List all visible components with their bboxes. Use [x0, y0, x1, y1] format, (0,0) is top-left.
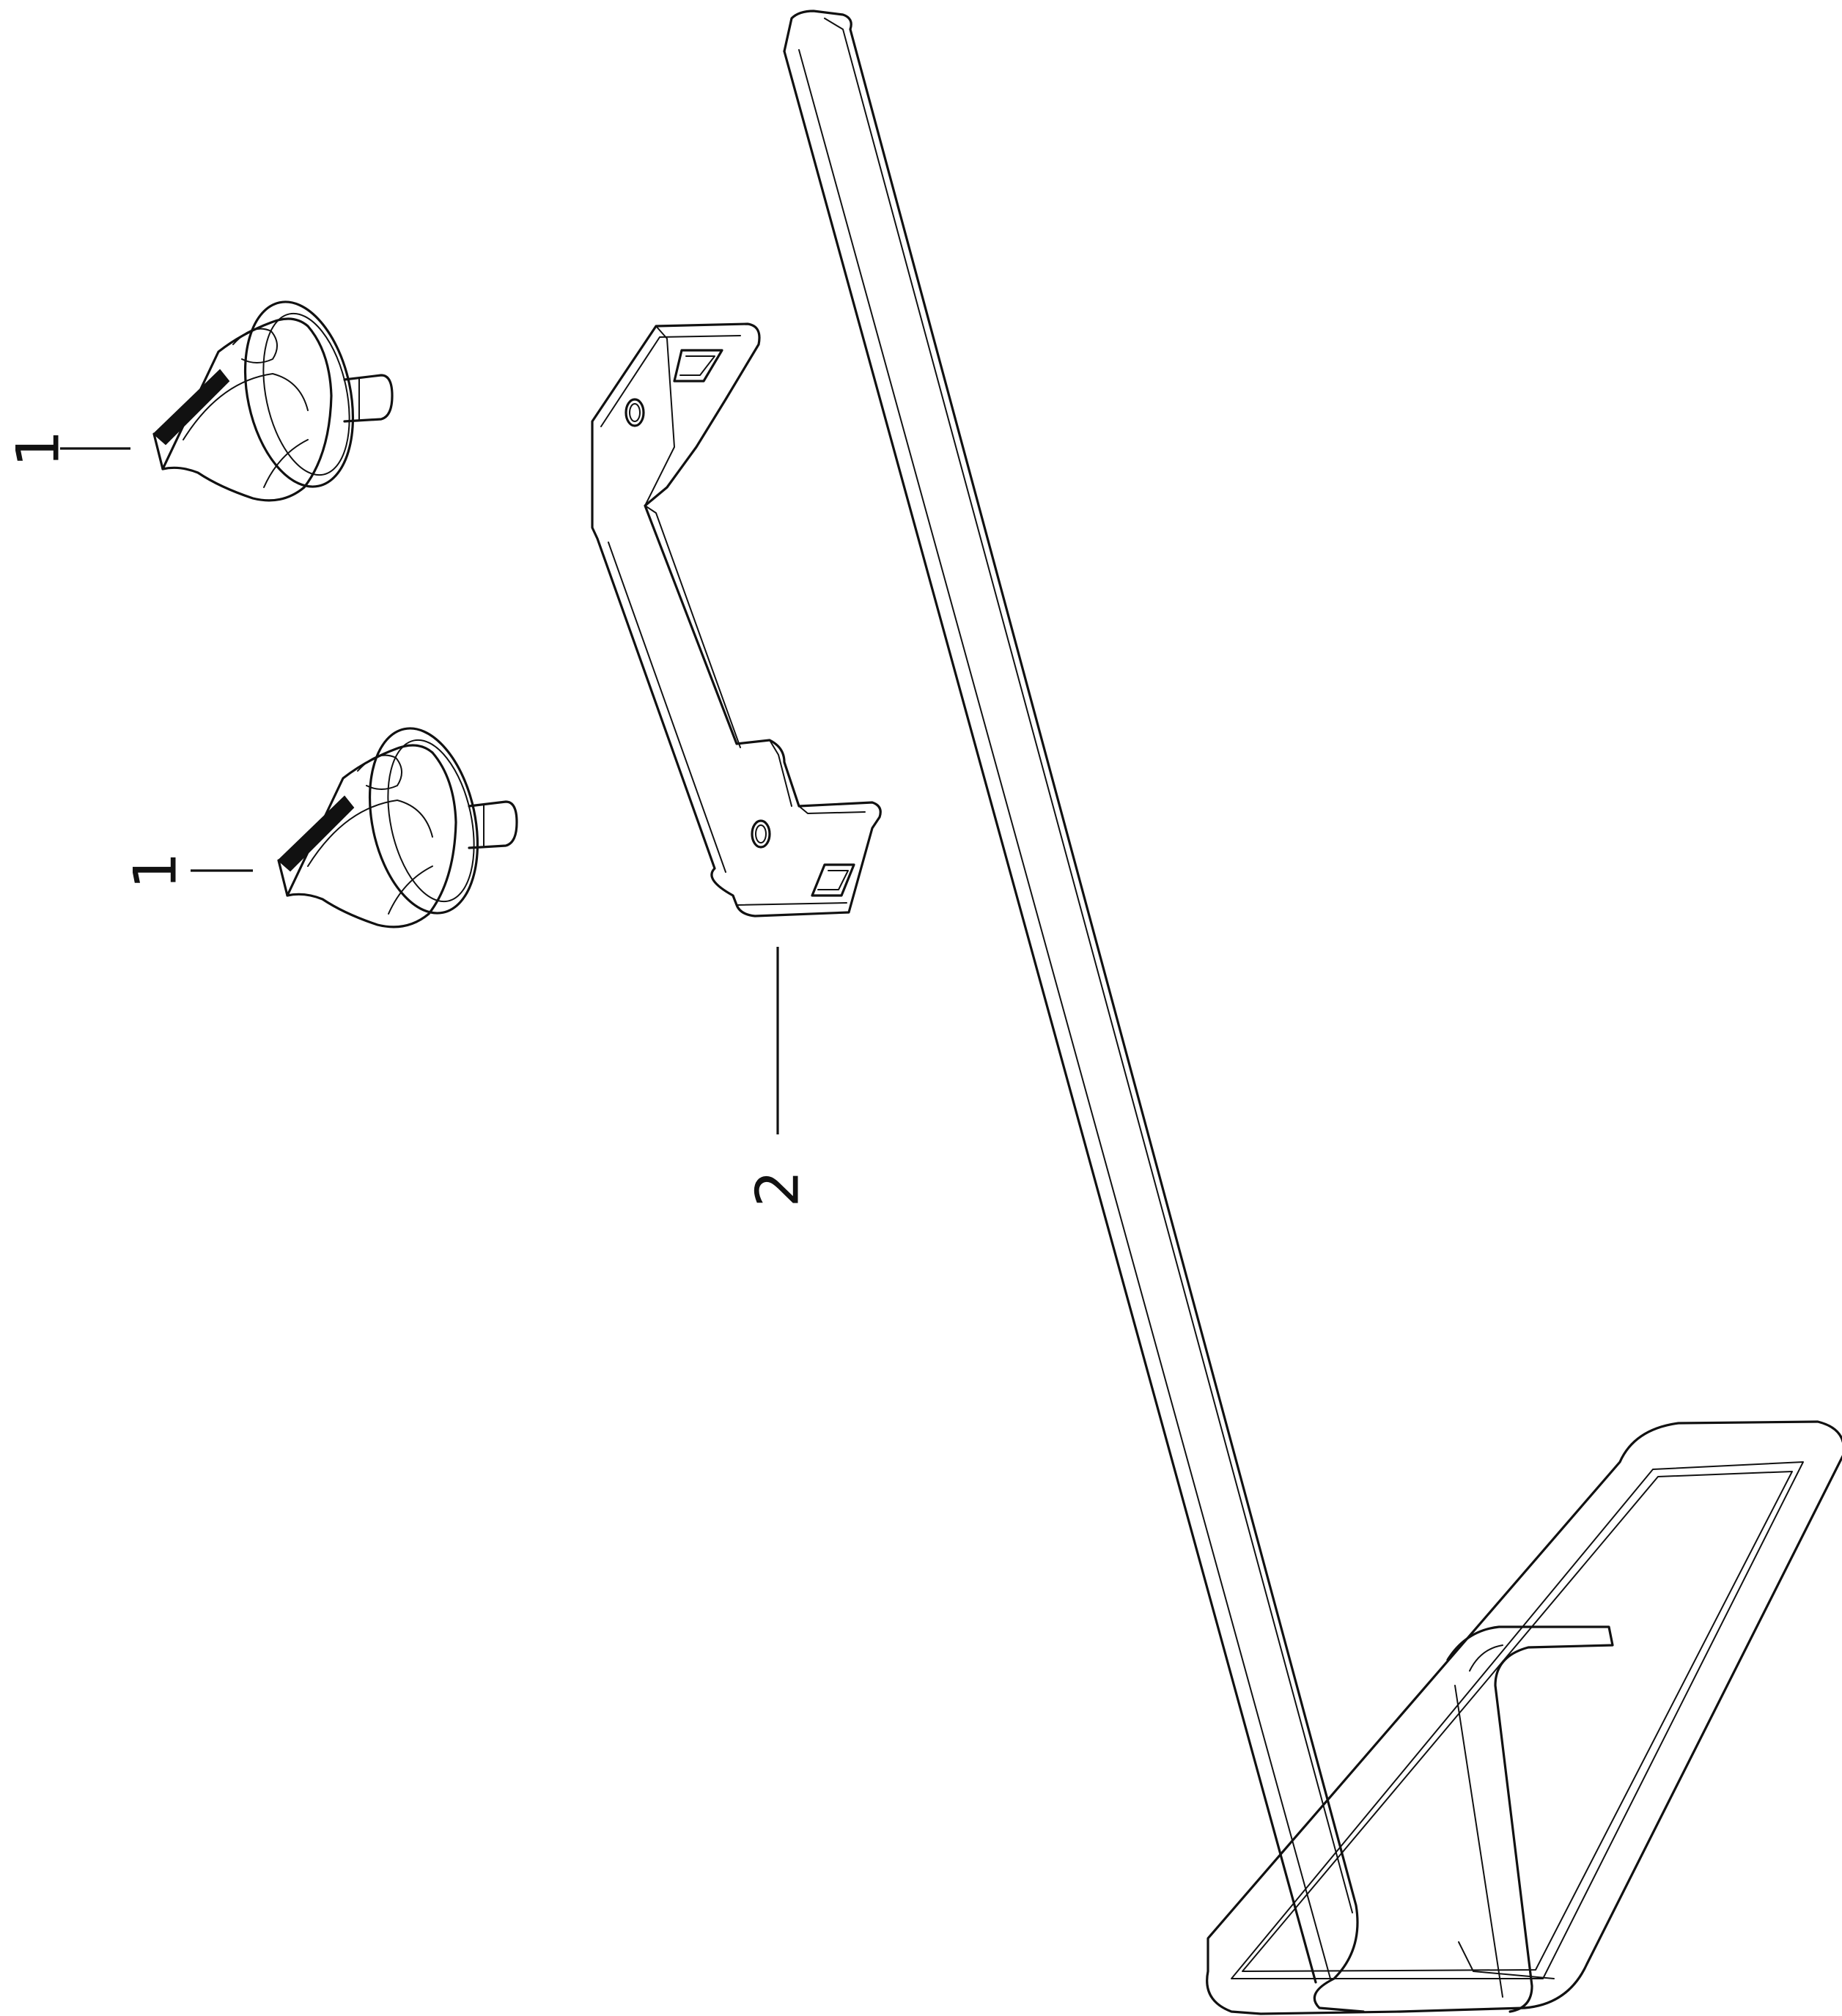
- clamping-knob-upper: [152, 300, 394, 502]
- guide-rod-with-frame: [783, 10, 1842, 2015]
- clamping-knob-lower: [277, 727, 518, 928]
- callout-label-knob-lower: 1: [122, 852, 190, 890]
- bracket: [591, 322, 882, 917]
- callout-label-knob-upper: 1: [4, 430, 73, 468]
- callout-label-bracket: 2: [744, 1170, 812, 1208]
